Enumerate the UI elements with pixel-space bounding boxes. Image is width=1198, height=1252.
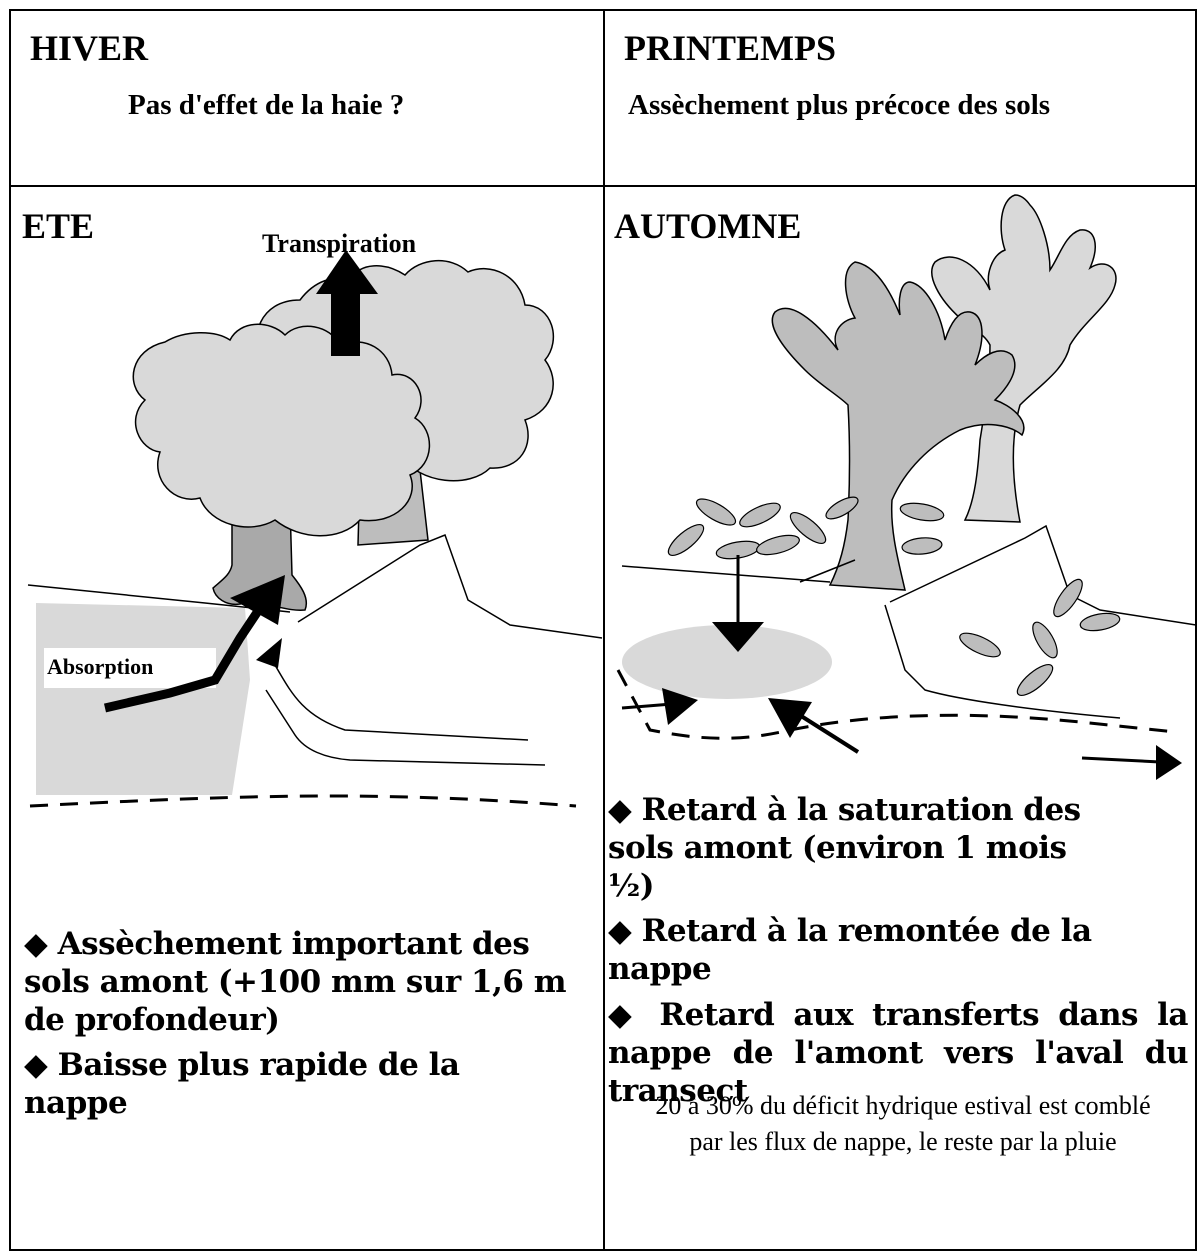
summer-bullet-list: ◆ Assèchement important des sols amont (… xyxy=(24,926,569,1131)
inflow-arrow-up-shaft xyxy=(798,714,858,752)
downstream-arrow-shaft xyxy=(1082,758,1160,762)
autumn-diagram xyxy=(0,0,1198,840)
autumn-note-line-1: 20 à 30% du déficit hydrique estival est… xyxy=(610,1088,1196,1124)
autumn-bullet-1: ◆ Retard à la saturation des sols amont … xyxy=(608,792,1188,905)
autumn-ground-line xyxy=(622,566,830,582)
autumn-note: 20 à 30% du déficit hydrique estival est… xyxy=(610,1088,1196,1160)
inflow-arrow-left-shaft xyxy=(622,704,672,708)
autumn-bullet-2: ◆ Retard à la remontée de la nappe xyxy=(608,913,1188,989)
autumn-note-line-2: par les flux de nappe, le reste par la p… xyxy=(610,1124,1196,1160)
summer-bullet-2: ◆ Baisse plus rapide de la nappe xyxy=(24,1047,569,1123)
summer-bullet-1: ◆ Assèchement important des sols amont (… xyxy=(24,926,569,1039)
autumn-bullet-list: ◆ Retard à la saturation des sols amont … xyxy=(608,792,1188,1119)
downstream-arrowhead xyxy=(1156,745,1182,780)
